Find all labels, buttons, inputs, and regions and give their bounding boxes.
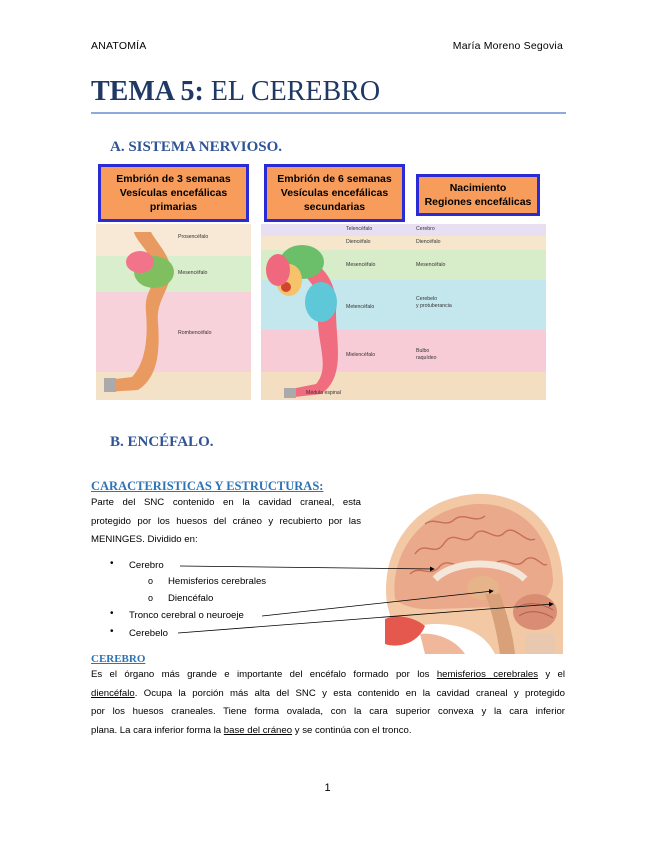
para-l1a: Es el órgano más grande e importante del…: [91, 669, 437, 680]
section-a-heading: A. SISTEMA NERVIOSO.: [110, 139, 283, 155]
box1-line3: primarias: [149, 201, 198, 213]
label-diencefalo-right: Diencéfalo: [416, 239, 441, 245]
page-number: 1: [324, 782, 331, 794]
para-l2b: . Ocupa la porción más alta del SNC y es…: [134, 687, 565, 699]
label-prosencefalo: Prosencéfalo: [178, 234, 209, 240]
intro-line-3: MENINGES. Dividido en:: [91, 534, 198, 545]
box2-line3: secundarias: [303, 201, 366, 213]
title-rest: EL CEREBRO: [203, 76, 381, 107]
brain-sagittal-illustration: [375, 484, 565, 654]
label-mesencefalo-left: Mesencéfalo: [178, 270, 208, 276]
label-raquideo: raquídeo: [416, 355, 437, 361]
title-bold: TEMA 5:: [91, 76, 204, 107]
para-line-1: Es el órgano más grande e importante del…: [91, 666, 565, 685]
header-right: María Moreno Segovia: [452, 40, 563, 52]
bullet-1: •: [110, 558, 114, 569]
box1-line1: Embrión de 3 semanas: [116, 173, 231, 185]
label-rombencefalo: Rombencéfalo: [178, 330, 212, 336]
label-metencefalo: Metencéfalo: [346, 304, 375, 310]
box2-line2: Vesículas encefálicas: [280, 187, 389, 199]
label-cerebro-right: Cerebro: [416, 226, 435, 232]
para-l4a: plana. La cara inferior forma la: [91, 724, 224, 736]
para-l1b: y el: [538, 669, 565, 680]
cerebro-heading: CEREBRO: [91, 653, 146, 665]
label-telencefalo: Telencéfalo: [346, 226, 373, 232]
para-l2u: diencéfalo: [91, 687, 135, 699]
para-line-2: diencéfalo. Ocupa la porción más alta de…: [91, 685, 565, 704]
label-mesencefalo-right: Mesencéfalo: [416, 262, 446, 268]
section-b-heading: B. ENCÉFALO.: [110, 434, 214, 450]
box2-line1: Embrión de 6 semanas: [277, 173, 392, 185]
label-mielencefalo: Mielencéfalo: [346, 352, 376, 358]
box3-line1: Nacimiento: [449, 182, 507, 194]
list-diencefalo: Diencéfalo: [168, 593, 214, 604]
para-l1u: hemisferios cerebrales: [436, 669, 539, 680]
intro-line-1: Parte del SNC contenido en la cavidad cr…: [91, 497, 361, 508]
para-l4u: base del cráneo: [223, 724, 293, 736]
list-cerebelo: Cerebelo: [129, 628, 168, 639]
bullet-2: •: [110, 608, 114, 619]
list-hemisferios: Hemisferios cerebrales: [168, 576, 267, 587]
label-cerebelo-right: Cerebelo: [416, 296, 438, 302]
list-tronco: Tronco cerebral o neuroeje: [129, 610, 244, 621]
embryo-illustration: [96, 224, 546, 400]
label-mesencefalo-mid: Mesencéfalo: [346, 262, 376, 268]
label-protuberancia: y protuberancia: [416, 303, 452, 309]
intro-paragraph: Parte del SNC contenido en la cavidad cr…: [91, 494, 361, 550]
title-rule: [91, 112, 566, 114]
page-title: TEMA 5: EL CEREBRO: [91, 76, 380, 108]
box3-line2: Regiones encefálicas: [424, 196, 532, 208]
list-cerebro: Cerebro: [129, 560, 164, 571]
label-diencefalo-mid: Diencéfalo: [346, 239, 371, 245]
label-bulbo: Bulbo: [416, 348, 430, 354]
header-left: ANATOMÍA: [91, 40, 147, 52]
box1-line2: Vesículas encefálicas: [119, 187, 228, 199]
bullet-3: •: [110, 626, 114, 637]
para-line-3: por los huesos craneales. Tiene forma ov…: [91, 706, 565, 717]
label-medula: Médula espinal: [306, 390, 341, 396]
sub-bullet-1: o: [148, 576, 154, 586]
intro-line-2: protegido por los huesos del cráneo y re…: [91, 515, 361, 527]
caracteristicas-heading: CARACTERISTICAS Y ESTRUCTURAS:: [91, 479, 324, 493]
sub-bullet-2: o: [148, 593, 154, 603]
cerebro-paragraph: Es el órgano más grande e importante del…: [91, 666, 565, 740]
para-l4b: y se continúa con el tronco.: [292, 724, 412, 736]
para-line-4: plana. La cara inferior forma la base de…: [91, 722, 565, 741]
